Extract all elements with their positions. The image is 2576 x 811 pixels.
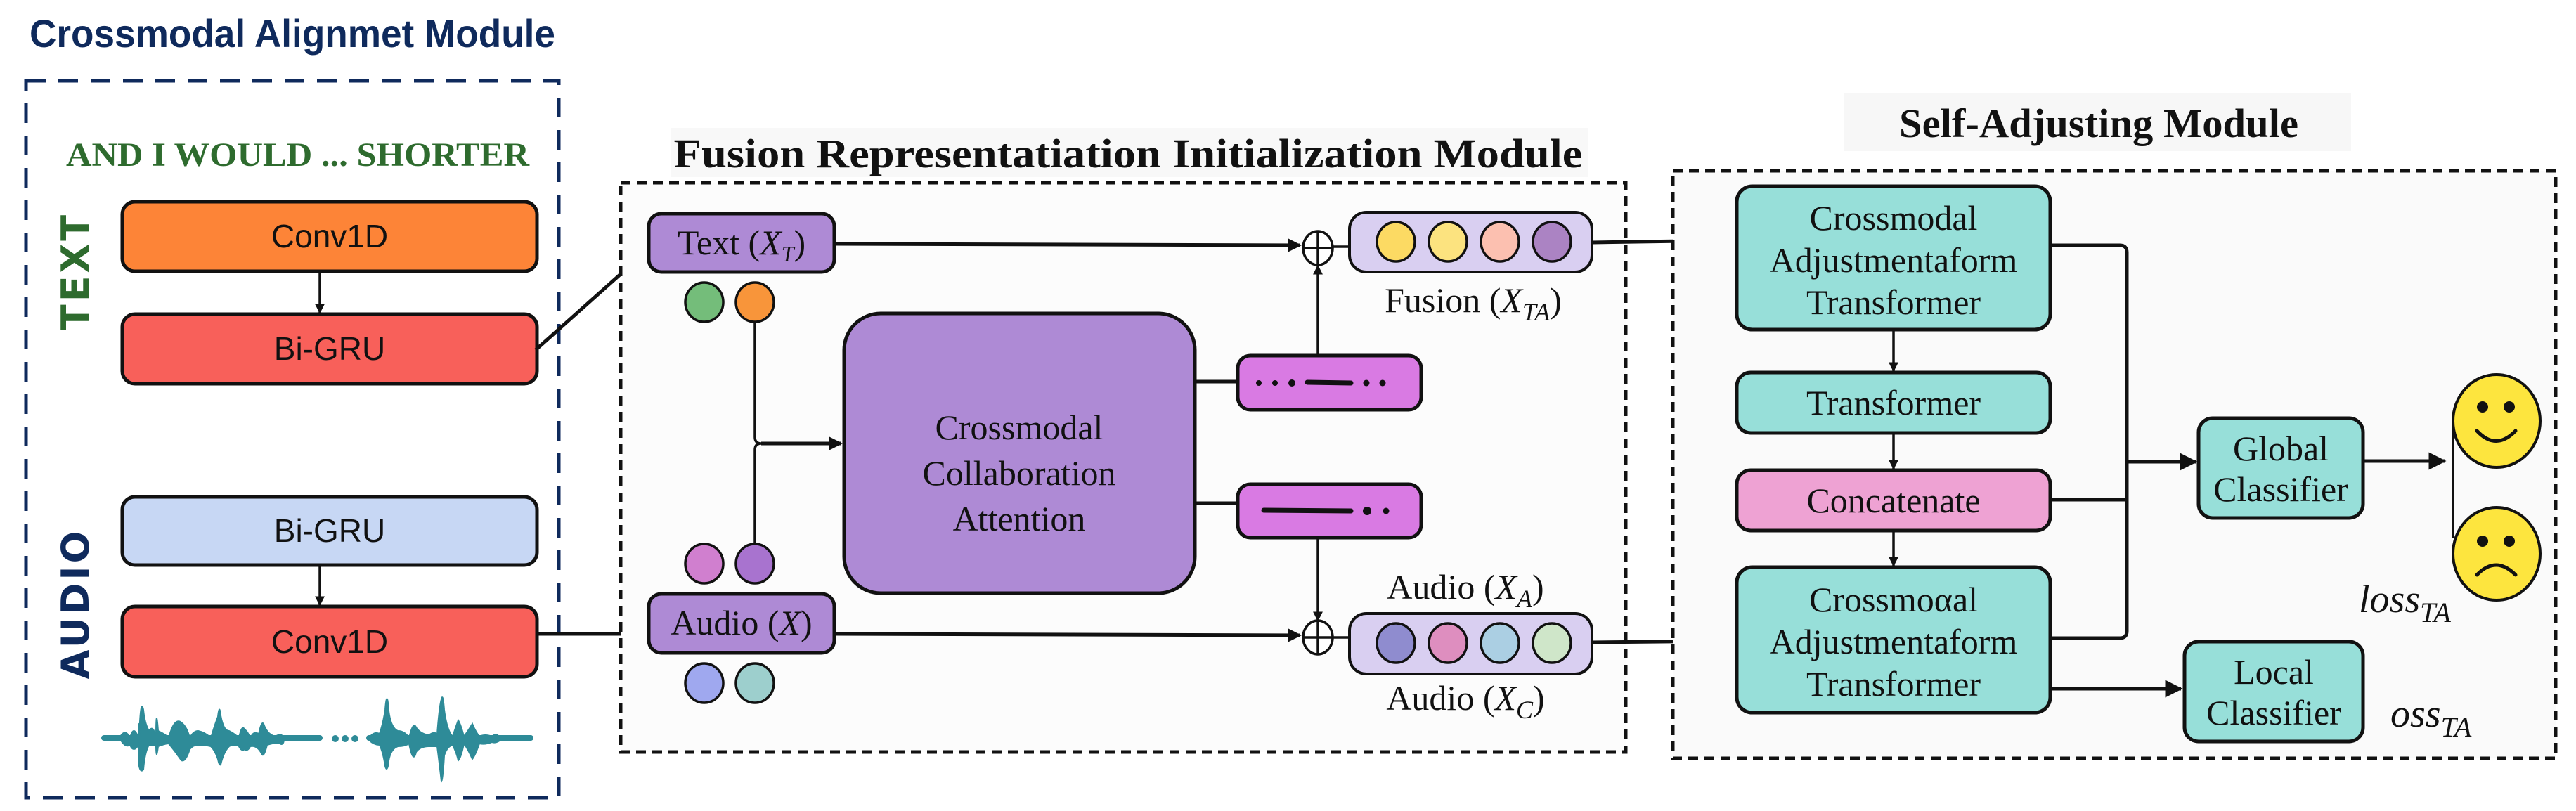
text-bigru-block[interactable]: Bi-GRU xyxy=(120,312,539,386)
audio-vector-token-1 xyxy=(1376,622,1416,664)
arrow-text-to-fusion-plus xyxy=(834,238,1302,252)
audio-vector-label-top: Audio (XA) xyxy=(1387,567,1543,613)
transformer-label: Transformer xyxy=(1806,383,1981,422)
audio-token-bottom-1 xyxy=(684,662,725,704)
audio-input-label: Audio (X) xyxy=(671,603,812,642)
global-loss-label: lossTA xyxy=(2359,578,2451,628)
audio-branch-label: AUDIO xyxy=(53,528,98,680)
attention-label-line-2: Collaboration xyxy=(923,453,1116,493)
fusion-token-1 xyxy=(1376,221,1416,263)
global-classifier-block[interactable]: Global Classifier xyxy=(2196,416,2365,520)
audio-conv1d-block[interactable]: Conv1D xyxy=(120,604,539,679)
audio-vector-label-bottom: Audio (XC) xyxy=(1386,678,1544,724)
audio-token-bottom-2 xyxy=(734,662,775,704)
concatenate-label: Concatenate xyxy=(1806,481,1980,520)
local-classifier-line-1: Local xyxy=(2234,652,2314,692)
global-classifier-line-1: Global xyxy=(2233,429,2329,468)
audio-vector-node[interactable] xyxy=(1348,612,1593,675)
fusion-token-3 xyxy=(1480,221,1520,263)
crossmodal-adjustment-transformer-bottom[interactable]: Crossmoαal Adjustmentaform Transformer xyxy=(1735,565,2052,715)
arrow-audio-to-audio-plus xyxy=(834,628,1302,642)
concatenate-block[interactable]: Concatenate xyxy=(1735,468,2052,533)
fusion-token-2 xyxy=(1428,221,1468,263)
cat-top-line-2: Adjustmentaform xyxy=(1770,240,2018,280)
alignment-module-title: Crossmodal Alignmet Module xyxy=(30,11,555,56)
audio-add-operator-icon xyxy=(1302,619,1334,656)
cat-bottom-line-1: Crossmoαal xyxy=(1809,580,1978,619)
self-adjusting-title-background xyxy=(1844,93,2351,151)
attention-output-2[interactable] xyxy=(1236,482,1423,540)
crossmodal-adjustment-transformer-top[interactable]: Crossmodal Adjustmentaform Transformer xyxy=(1735,184,2052,332)
transformer-block[interactable]: Transformer xyxy=(1735,370,2052,435)
cat-top-line-1: Crossmodal xyxy=(1810,198,1978,238)
smiley-face-icon xyxy=(2452,373,2542,469)
crossmodal-alignment-module: Crossmodal Alignmet Module AND I WOULD .… xyxy=(24,11,561,800)
audio-bigru-label: Bi-GRU xyxy=(274,512,385,549)
self-adjusting-module-title: Self-Adjusting Module xyxy=(1899,100,2298,146)
text-bigru-label: Bi-GRU xyxy=(274,330,385,367)
self-adjusting-module: Self-Adjusting Module Crossmodal Adjustm… xyxy=(1671,93,2558,760)
local-classifier-line-2: Classifier xyxy=(2206,693,2341,732)
fusion-representation-module: Fusion Representatiation Initialization … xyxy=(619,128,1628,754)
audio-waveform-icon xyxy=(101,696,533,784)
audio-token-top-1 xyxy=(684,543,725,585)
fusion-vector-node[interactable] xyxy=(1348,211,1593,273)
text-conv1d-block[interactable]: Conv1D xyxy=(120,200,539,273)
text-branch-label: TEXT xyxy=(53,212,98,330)
audio-vector-token-3 xyxy=(1480,622,1520,664)
text-token-2 xyxy=(734,281,775,323)
fusion-add-operator-icon xyxy=(1302,230,1334,266)
text-input-node[interactable]: Text (XT) xyxy=(647,212,836,274)
text-token-1 xyxy=(684,281,725,323)
audio-input-node[interactable]: Audio (X) xyxy=(647,592,836,655)
crossmodal-collaboration-attention-block[interactable]: Crossmodal Collaboration Attention xyxy=(842,311,1197,595)
merge-bus-line xyxy=(2050,243,2129,640)
global-classifier-line-2: Classifier xyxy=(2213,469,2348,509)
cat-bottom-line-2: Adjustmentaform xyxy=(1770,622,2018,661)
local-classifier-block[interactable]: Local Classifier xyxy=(2182,640,2365,744)
attention-output-1[interactable] xyxy=(1236,353,1423,412)
fusion-title-background xyxy=(671,128,1588,177)
audio-bigru-block[interactable]: Bi-GRU xyxy=(120,495,539,567)
text-conv1d-label: Conv1D xyxy=(271,218,388,254)
attention-label-line-1: Crossmodal xyxy=(936,408,1103,447)
frowning-face-icon xyxy=(2452,506,2542,602)
fusion-token-4 xyxy=(1532,221,1572,263)
fusion-vector-label: Fusion (XTA) xyxy=(1385,280,1562,326)
dash-dots-icon xyxy=(1261,507,1390,515)
audio-conv1d-label: Conv1D xyxy=(271,623,388,660)
local-loss-label: ossTA xyxy=(2390,692,2472,743)
alignment-module-border xyxy=(24,79,561,800)
attention-label-line-3: Attention xyxy=(953,499,1086,538)
audio-vector-token-2 xyxy=(1428,622,1468,664)
dots-dash-dots-icon xyxy=(1256,379,1386,387)
cat-bottom-line-3: Transformer xyxy=(1806,664,1981,703)
audio-vector-token-4 xyxy=(1532,622,1572,664)
audio-token-top-2 xyxy=(734,543,775,585)
input-sentence: AND I WOULD ... SHORTER xyxy=(66,136,530,174)
text-input-label: Text (XT) xyxy=(678,223,805,266)
fusion-module-title: Fusion Representatiation Initialization … xyxy=(674,131,1583,176)
cat-top-line-3: Transformer xyxy=(1806,283,1981,322)
